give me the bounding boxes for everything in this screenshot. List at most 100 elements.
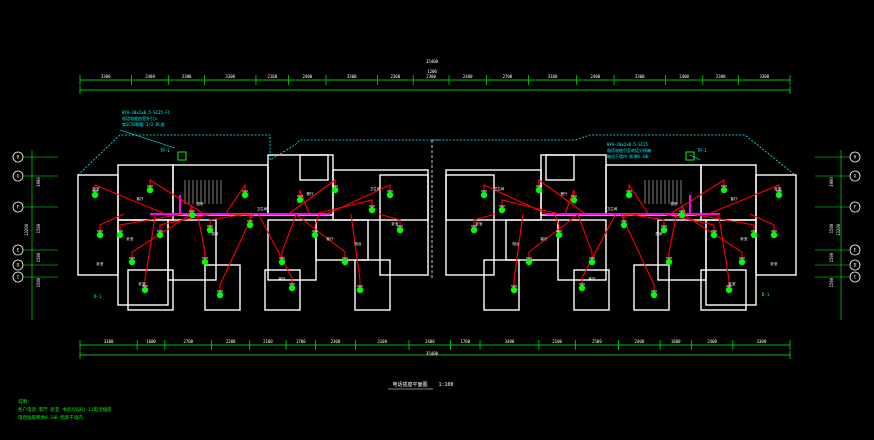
telephone-outlet bbox=[296, 196, 304, 204]
telephone-outlet bbox=[710, 231, 718, 239]
wiring-run bbox=[717, 213, 730, 290]
axis-label: C bbox=[854, 275, 857, 281]
left-callout-line-2: 电话电缆由室外引入 bbox=[122, 115, 158, 121]
telephone-outlet bbox=[396, 226, 404, 234]
axis-dim-label: 3900 bbox=[829, 177, 834, 187]
left-callout-leader bbox=[119, 129, 176, 149]
wiring-run bbox=[564, 189, 575, 215]
axis-label: F bbox=[854, 205, 857, 211]
telephone-outlet bbox=[620, 221, 628, 229]
telephone-outlet bbox=[570, 196, 578, 204]
axis-dim-label: 1500 bbox=[829, 223, 834, 233]
wiring-run bbox=[119, 213, 184, 235]
top-dim-label: 2300 bbox=[716, 74, 726, 79]
room-label: 卫生间 bbox=[370, 186, 381, 191]
telephone-outlet bbox=[498, 206, 506, 214]
telephone-outlet bbox=[311, 231, 319, 239]
telephone-outlet bbox=[578, 284, 586, 292]
room-label: 卧室 bbox=[392, 221, 400, 226]
room-label: 餐厅 bbox=[561, 191, 569, 196]
top-dim-label: 3300 bbox=[635, 74, 645, 79]
bottom-dim-label: 1800 bbox=[671, 339, 681, 344]
right-distribution-box bbox=[685, 151, 695, 161]
wiring-run bbox=[749, 213, 775, 235]
telephone-outlet bbox=[775, 191, 783, 199]
bottom-dim-label: 3400 bbox=[505, 339, 515, 344]
right-callout-line-2: 电话电缆引至电话分线箱 bbox=[607, 147, 651, 153]
wiring-run bbox=[196, 213, 206, 262]
wiring-run bbox=[662, 213, 715, 235]
wall-room bbox=[545, 154, 575, 181]
room-label: 卧室 bbox=[476, 221, 484, 226]
left-distribution-box bbox=[177, 151, 187, 161]
roof-outline bbox=[77, 134, 796, 176]
bottom-dim-label: 2200 bbox=[226, 339, 236, 344]
wiring-run bbox=[581, 213, 617, 288]
axis-dim-label: 1500 bbox=[829, 277, 834, 287]
axis-label: E bbox=[854, 248, 857, 254]
notes-line-2: 电话插座距地0.3米 暗装于墙内 bbox=[18, 414, 83, 421]
telephone-outlet bbox=[278, 258, 286, 266]
wiring-run bbox=[131, 213, 192, 262]
telephone-outlet bbox=[555, 231, 563, 239]
right-total-dim: 13200 bbox=[836, 223, 841, 236]
room-label: 卧室 bbox=[127, 236, 134, 241]
axis-label: C bbox=[17, 275, 20, 281]
building-walls bbox=[77, 140, 797, 311]
bottom-dim-label: 2100 bbox=[552, 339, 562, 344]
wiring-run bbox=[209, 213, 247, 230]
axis-dim-label: 1500 bbox=[36, 223, 41, 233]
top-dim-label: 2400 bbox=[463, 74, 473, 79]
left-callout-line-1: HYA-10x2x0.5-SC25-FC bbox=[122, 110, 171, 115]
right-callout-line-1: HYA-10x2x0.5-SC25 bbox=[607, 142, 649, 147]
axis-label: G bbox=[17, 174, 20, 180]
bottom-dim-label: 2300 bbox=[331, 339, 341, 344]
drawing-title: 电话插座平面图 bbox=[392, 381, 427, 388]
wiring-run bbox=[225, 183, 246, 215]
wiring-run bbox=[473, 213, 496, 230]
top-dim-label: 2300 bbox=[426, 74, 436, 79]
top-dim-label: 3300 bbox=[101, 74, 111, 79]
room-label: 阳台 bbox=[355, 241, 363, 246]
wall-room bbox=[299, 154, 329, 181]
wiring-run bbox=[159, 213, 212, 235]
wall-room bbox=[633, 264, 670, 311]
telephone-outlet bbox=[96, 231, 104, 239]
wiring-run bbox=[501, 199, 560, 215]
wiring-run bbox=[228, 213, 251, 225]
wiring-run bbox=[623, 213, 646, 225]
bottom-dim-label: 2500 bbox=[592, 339, 602, 344]
bottom-dim-label: 2700 bbox=[183, 339, 193, 344]
right-callout-leader bbox=[689, 154, 701, 161]
telephone-outlet bbox=[470, 226, 478, 234]
room-label: 厨房 bbox=[212, 231, 219, 236]
telephone-outlet bbox=[525, 258, 533, 266]
telephone-outlet bbox=[665, 258, 673, 266]
axis-label: F bbox=[17, 205, 20, 211]
wiring-run bbox=[314, 199, 373, 215]
top-dim-label: 3100 bbox=[548, 74, 558, 79]
telephone-outlet bbox=[720, 186, 728, 194]
top-total-dim: 35400 bbox=[426, 59, 439, 64]
wiring-run bbox=[219, 213, 254, 295]
bottom-dim-label: 1700 bbox=[296, 339, 306, 344]
top-dim-label: 2700 bbox=[503, 74, 513, 79]
wall-room bbox=[700, 269, 747, 311]
left-box-label: TP-1 bbox=[160, 148, 170, 153]
telephone-outlet bbox=[750, 231, 758, 239]
left-callout-line-3: 穿SC50钢管 1/2 DC进 bbox=[122, 121, 165, 127]
wiring-run bbox=[257, 213, 293, 288]
room-label: 卧室 bbox=[93, 186, 100, 191]
room-label: 客厅 bbox=[589, 276, 597, 281]
wall-room bbox=[445, 174, 495, 276]
axis-label: D bbox=[17, 263, 20, 269]
top-dim-label: 3300 bbox=[225, 74, 235, 79]
bottom-dim-label: 2400 bbox=[635, 339, 645, 344]
telephone-outlet bbox=[770, 231, 778, 239]
wall-room bbox=[127, 269, 174, 311]
telephone-outlet bbox=[678, 211, 686, 219]
wiring-run bbox=[144, 213, 157, 290]
telephone-outlet bbox=[128, 258, 136, 266]
room-label: 卧室 bbox=[775, 186, 783, 191]
telephone-outlet bbox=[331, 186, 339, 194]
